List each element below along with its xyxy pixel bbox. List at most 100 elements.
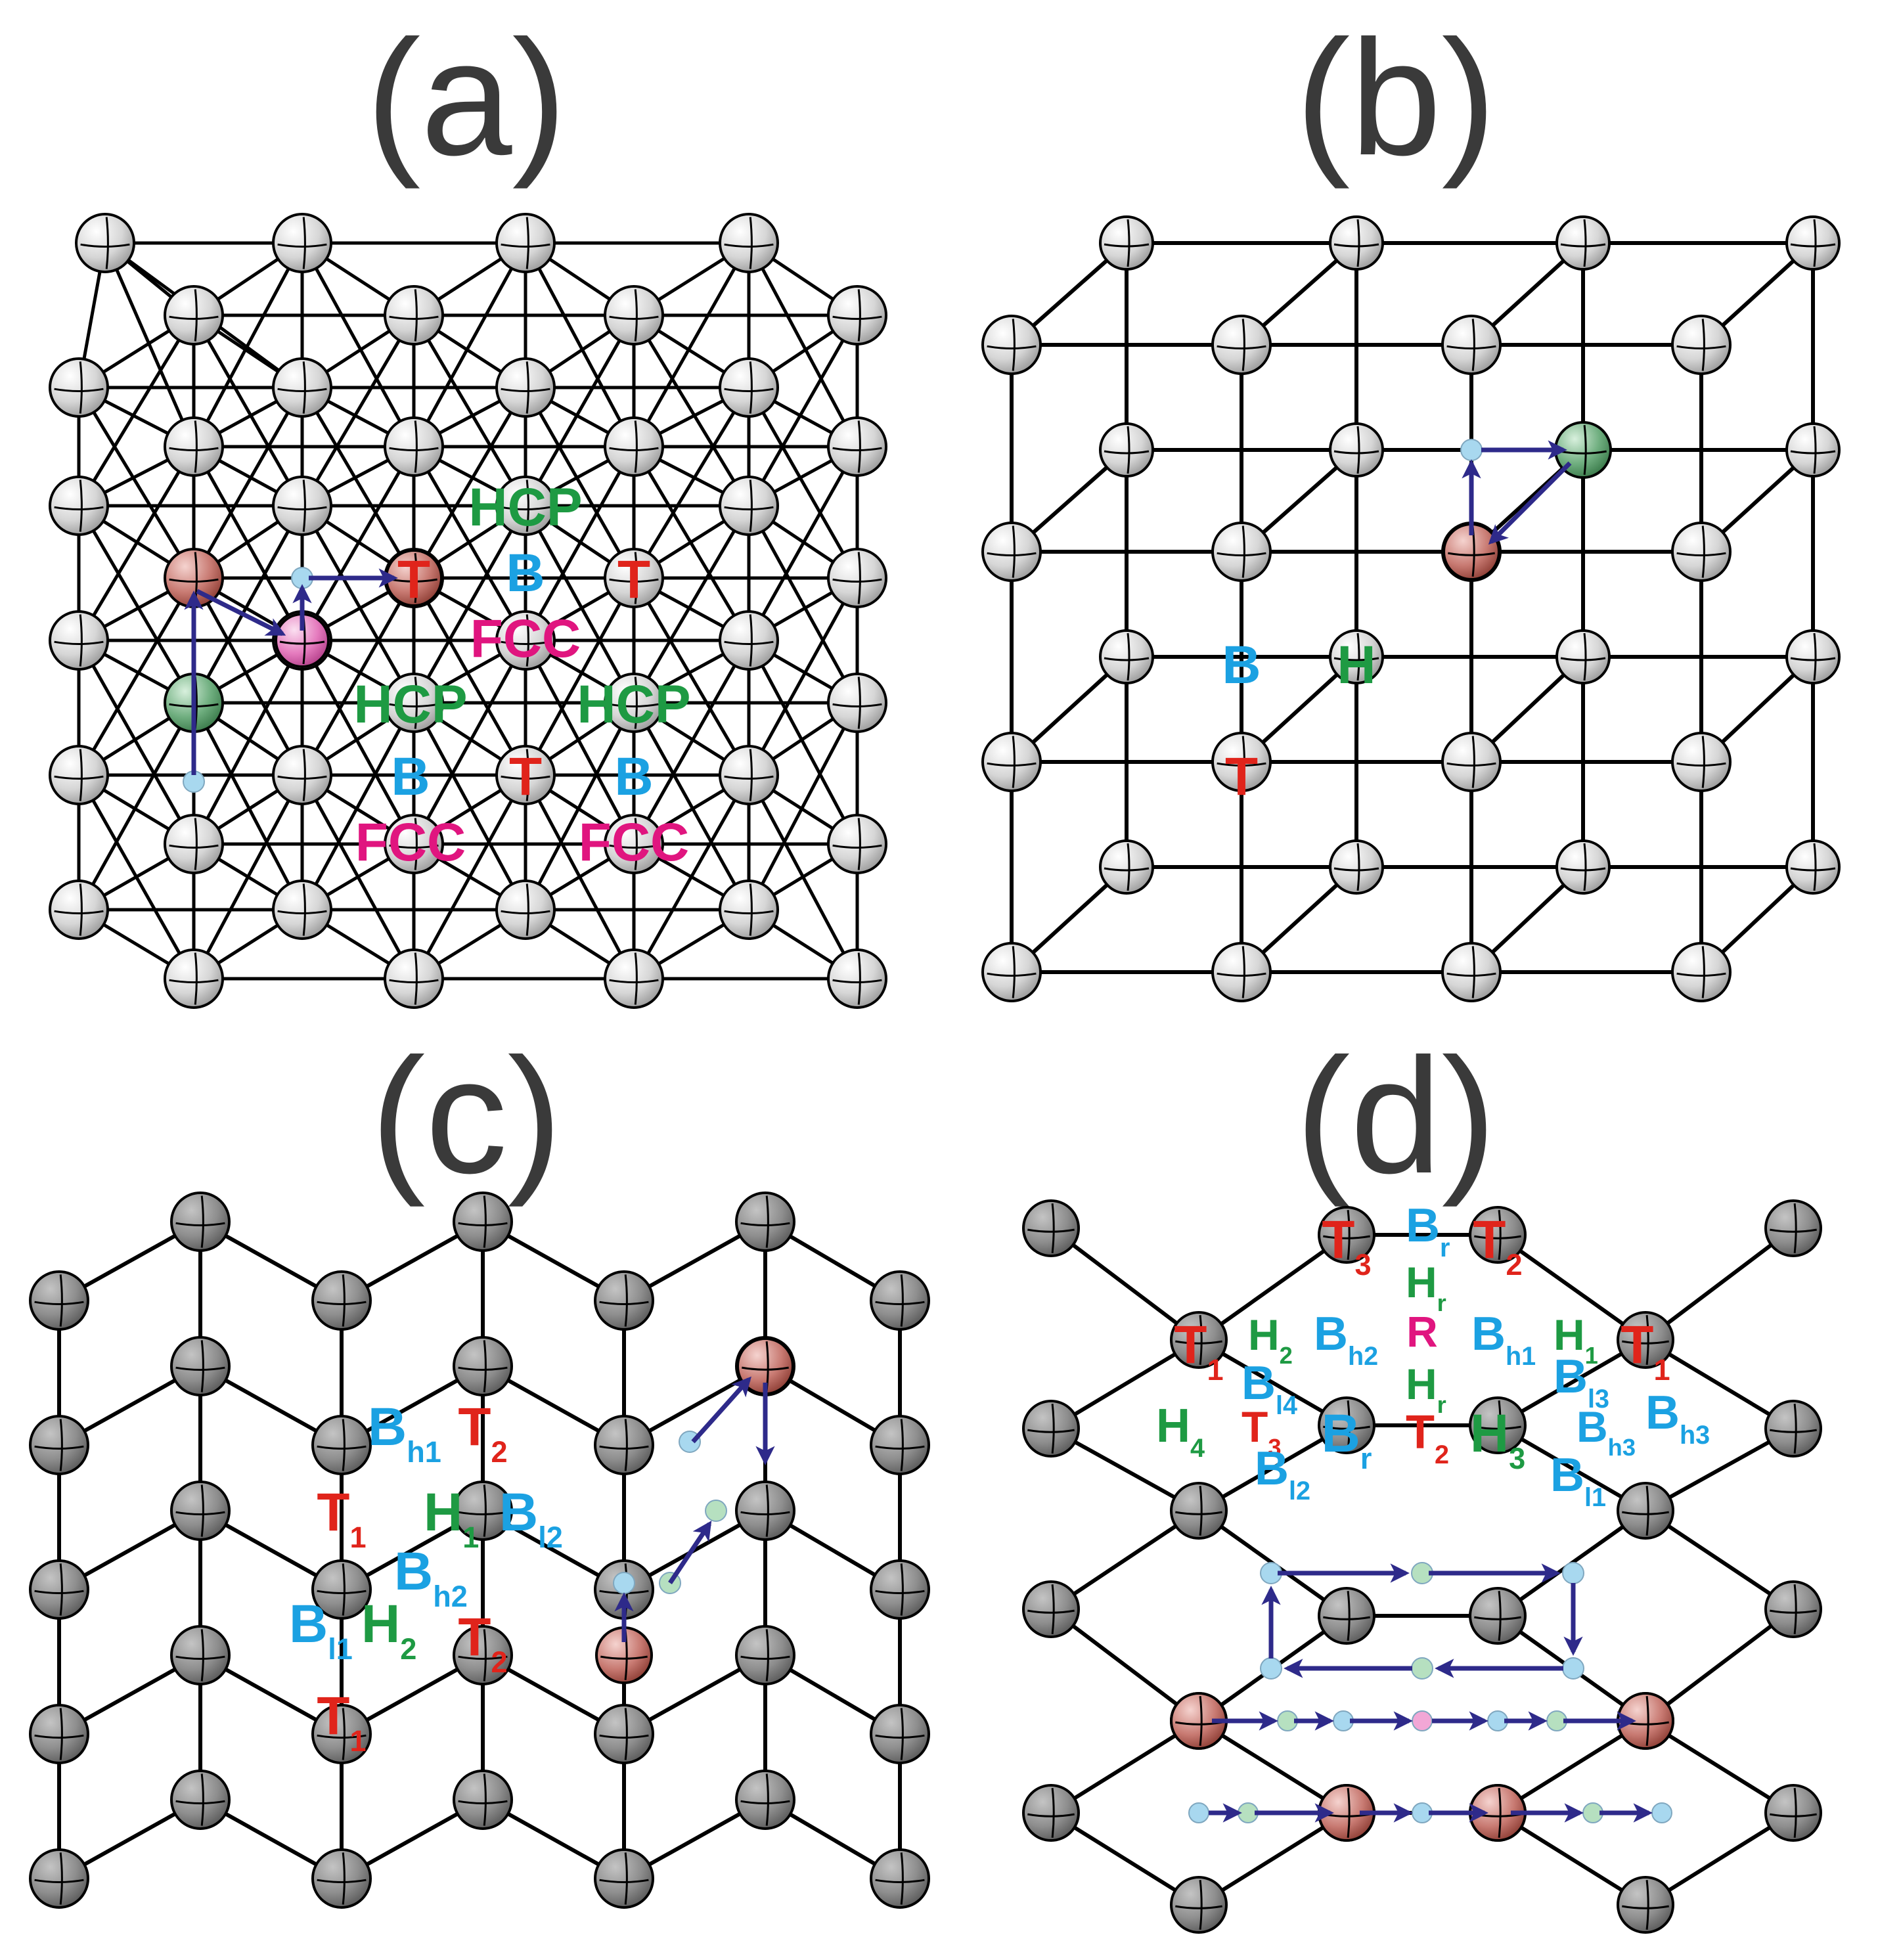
atom: [1329, 422, 1384, 478]
diffusion-arrow: [196, 589, 286, 636]
bond-line: [632, 576, 751, 777]
bond-line: [1197, 1811, 1349, 1907]
site-label-top: T3: [1241, 1402, 1282, 1461]
diffusion-arrow: [691, 1376, 751, 1444]
site-label-bridge: Bl4: [1241, 1357, 1297, 1420]
atom: [453, 1481, 513, 1541]
atom: [719, 745, 779, 805]
atom: [1329, 215, 1384, 271]
site-label-top: T3: [1322, 1210, 1371, 1281]
site-label-bridge: Bl1: [289, 1594, 353, 1666]
atom: [1785, 422, 1841, 478]
bridge-site-marker: [1460, 439, 1483, 461]
site-label-rect: R: [1406, 1307, 1438, 1356]
site-label-fcc: FCC: [470, 609, 581, 669]
site-label-top: T2: [1406, 1406, 1449, 1469]
atom: [981, 522, 1042, 582]
atom: [1764, 1400, 1822, 1458]
site-label-bridge: Bh3: [1576, 1402, 1636, 1461]
bond-line: [1643, 1811, 1795, 1907]
bond-line: [632, 504, 751, 705]
atom: [311, 1559, 372, 1620]
site-label-top: T2: [1473, 1210, 1522, 1281]
atom: [719, 476, 779, 536]
site-label-bridge: Bh1: [1471, 1308, 1536, 1371]
atom: [1441, 315, 1502, 375]
site-marker: [1651, 1802, 1672, 1823]
atom: [1170, 1482, 1228, 1540]
atom: [1170, 1311, 1228, 1369]
bond-line: [747, 504, 859, 705]
atom: [49, 357, 109, 418]
atom: [1329, 629, 1384, 684]
atom: [827, 285, 887, 345]
site-label-top: T1: [317, 1686, 366, 1758]
bond-line: [1049, 1719, 1201, 1815]
bond-line: [1049, 1811, 1201, 1907]
atom: [827, 948, 887, 1009]
atom: [1318, 1587, 1375, 1645]
bond-line: [1643, 1607, 1795, 1723]
bond-line: [300, 576, 416, 777]
site-label-bridge: Bh3: [1645, 1387, 1710, 1450]
atom: [495, 213, 556, 273]
bond-line: [1643, 1509, 1795, 1611]
site-label-bridge: B: [506, 543, 545, 603]
atom: [735, 1625, 795, 1685]
atom: [29, 1704, 89, 1764]
atom: [1764, 1199, 1822, 1257]
atom: [384, 948, 444, 1009]
atom: [604, 673, 664, 733]
atom: [1764, 1580, 1822, 1638]
atom: [49, 745, 109, 805]
bond-line: [300, 504, 416, 705]
site-label-bridge: B: [614, 747, 653, 807]
bond-line: [632, 386, 751, 580]
atom: [594, 1704, 654, 1764]
atom: [272, 745, 332, 805]
atom: [604, 814, 664, 874]
atom: [1318, 1396, 1375, 1454]
atom: [604, 416, 664, 477]
atom: [272, 880, 332, 940]
atom: [827, 548, 887, 608]
bond-line: [300, 386, 416, 580]
atom: [719, 880, 779, 940]
site-marker: [1260, 1657, 1282, 1680]
site-marker: [1562, 1657, 1584, 1680]
bond-line: [524, 701, 636, 912]
site-marker: [1412, 1710, 1433, 1731]
atom: [495, 745, 556, 805]
bond-line: [412, 504, 527, 705]
site-label-hollow: H2: [1248, 1310, 1293, 1369]
atom: [719, 357, 779, 418]
atom: [981, 315, 1042, 375]
diffusion-arrow: [1488, 461, 1572, 545]
bond-line: [412, 576, 527, 777]
top-site-atom: [736, 1337, 794, 1395]
atom: [1441, 942, 1502, 1002]
bond-line: [192, 313, 304, 508]
atom: [495, 476, 556, 536]
site-label-top: T: [617, 550, 650, 610]
site-label-hollow: Hr: [1406, 1258, 1446, 1316]
atom: [29, 1559, 89, 1620]
atom: [1022, 1400, 1080, 1458]
bond-line: [1496, 1233, 1647, 1342]
bond-line: [412, 701, 527, 912]
bond-line: [632, 241, 751, 449]
atom: [735, 1770, 795, 1830]
atom: [1785, 215, 1841, 271]
atom: [1099, 839, 1154, 895]
bond-line: [524, 504, 636, 705]
bond-line: [1049, 1509, 1201, 1611]
panel-titles: (a) (b) (c) (d): [366, 6, 1496, 1207]
atom: [1555, 629, 1611, 684]
site-label-bridge: Bh2: [1314, 1308, 1378, 1371]
site-label-hollow: H3: [1470, 1404, 1525, 1475]
panel-a-title: (a): [366, 6, 567, 189]
